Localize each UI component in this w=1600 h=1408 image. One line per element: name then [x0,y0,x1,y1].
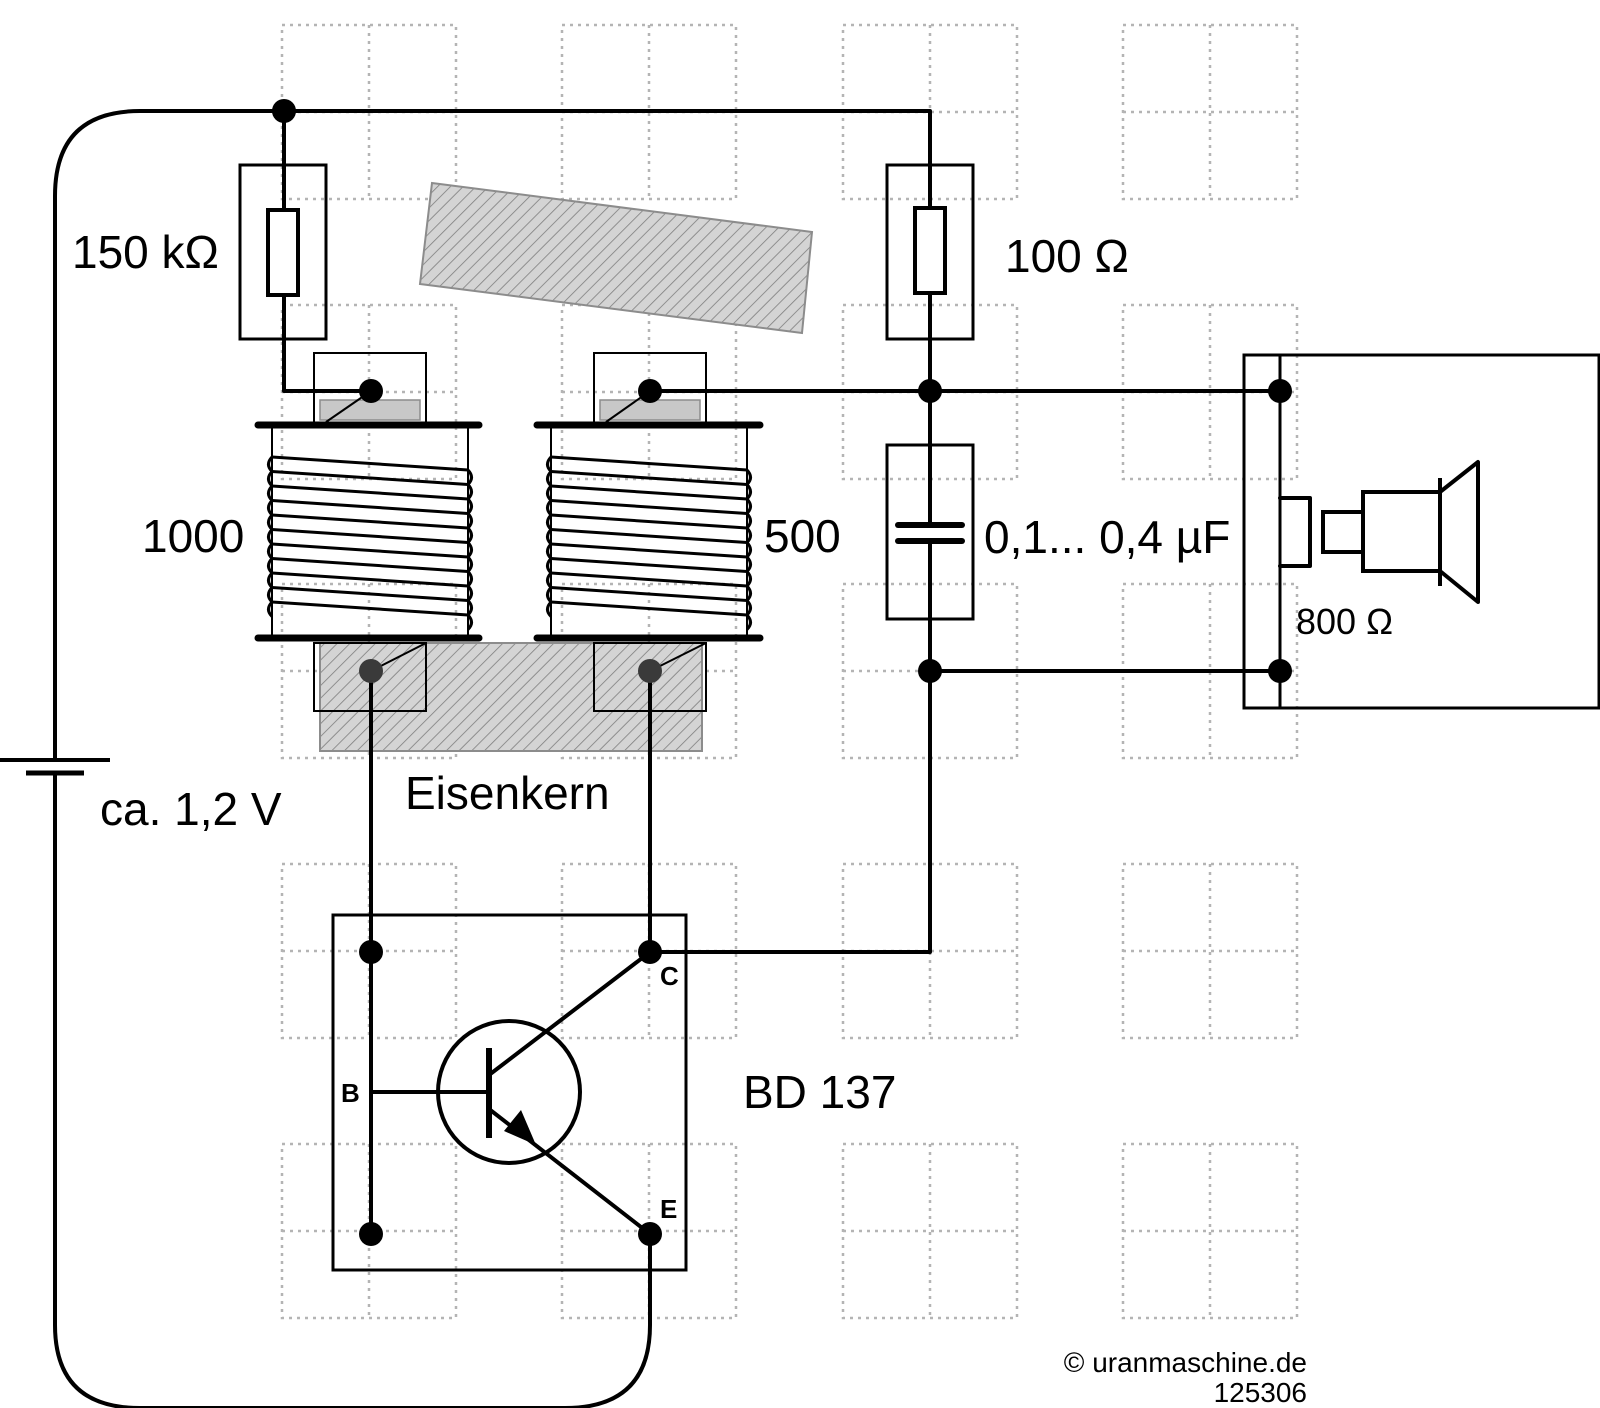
speaker-icon [1321,460,1480,604]
label-transistor: BD 137 [743,1066,896,1118]
label-speaker: 800 Ω [1296,601,1393,642]
label-battery: ca. 1,2 V [100,783,282,835]
speaker-module [1242,353,1600,710]
iron-core [319,181,814,752]
junction-dots [272,99,1292,1246]
label-500-turns: 500 [764,510,841,562]
capacitor [885,389,975,673]
label-capacitor: 0,1... 0,4 µF [984,511,1230,563]
label-pin-e: E [660,1194,677,1224]
label-150k: 150 kΩ [72,226,219,278]
transistor-bd137 [331,913,688,1272]
label-100: 100 Ω [1005,230,1129,282]
resistor-150k [238,109,373,393]
battery [0,109,652,1408]
label-1000-turns: 1000 [142,510,244,562]
resistor-100 [885,163,975,393]
label-pin-b: B [341,1078,360,1108]
label-core: Eisenkern [405,767,610,819]
label-code: 125306 [1214,1377,1307,1408]
label-copyright: © uranmaschine.de [1064,1347,1307,1378]
top-wire [282,109,932,210]
coil-500 [533,352,764,712]
label-pin-c: C [660,961,679,991]
